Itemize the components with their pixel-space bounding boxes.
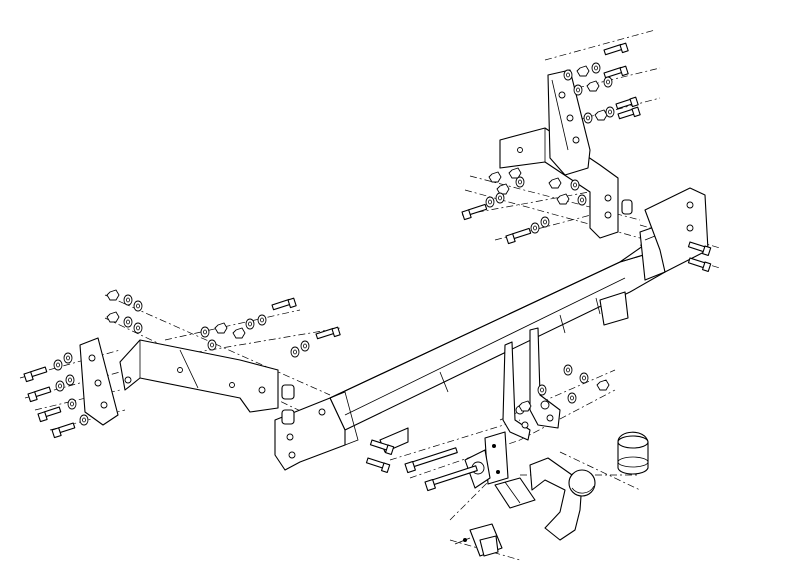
socket-plate [464, 431, 509, 489]
washers [53, 62, 633, 426]
right-end-plate [644, 187, 709, 273]
left-side-bracket [119, 339, 279, 413]
tow-ball-neck [494, 457, 596, 541]
crossbar [329, 224, 666, 453]
left-mounting-plate [79, 337, 119, 426]
bolts [23, 42, 712, 492]
tow-ball-cover [617, 431, 649, 475]
electrical-socket [454, 523, 503, 557]
tow-ball-mount-plate [502, 327, 561, 441]
nuts [106, 65, 610, 412]
right-mounting-plate [547, 69, 591, 176]
